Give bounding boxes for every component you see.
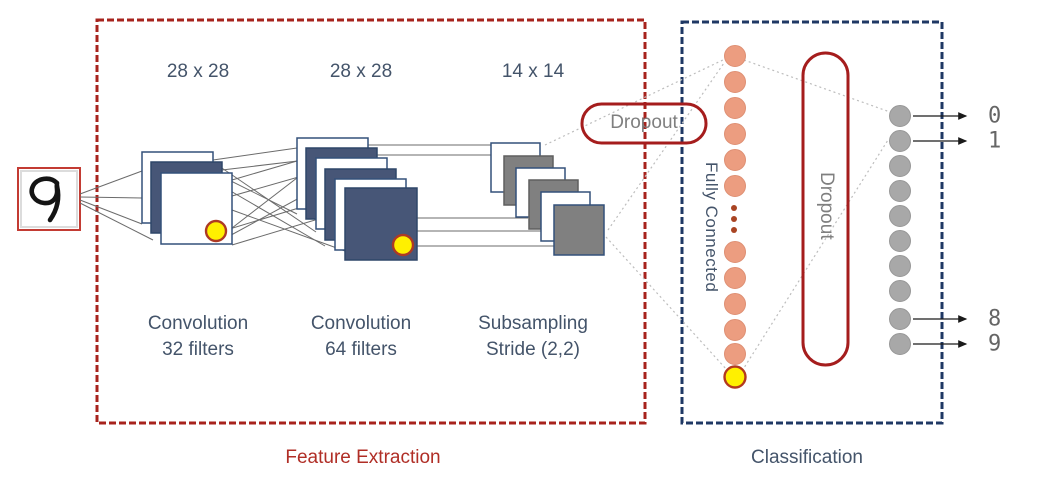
output-digit-8: 8	[988, 306, 1002, 332]
output-arrows	[913, 112, 968, 348]
output-digit-0: 0	[988, 103, 1002, 129]
output-digit-1: 1	[988, 128, 1002, 154]
output-nodes	[889, 105, 911, 355]
fully-connected-nodes	[724, 45, 746, 365]
conv2-highlight-node	[391, 233, 415, 257]
output-digit-9: 9	[988, 331, 1002, 357]
dropout2-pill	[801, 51, 850, 367]
dropout2-label: Dropout	[816, 172, 837, 240]
dotted-connections	[544, 58, 891, 372]
input-image	[17, 167, 81, 231]
classification-label: Classification	[751, 447, 863, 468]
classification-box	[680, 20, 944, 425]
feature-extraction-label: Feature Extraction	[285, 447, 441, 468]
conv2-filter-stack	[296, 137, 418, 261]
pool-size-label: 14 x 14	[501, 61, 565, 82]
input-to-conv1-connections	[79, 170, 154, 241]
fully-connected-label: Fully Connected	[702, 162, 721, 293]
conv1-name-label: Convolution 32 filters	[147, 313, 249, 360]
fc-highlight-node	[723, 365, 747, 389]
dropout1-pill	[580, 102, 708, 145]
pool-filter-stack	[490, 142, 605, 256]
conv1-highlight-node	[204, 219, 228, 243]
handwritten-9-glyph	[29, 176, 61, 223]
conv1-size-label: 28 x 28	[166, 61, 230, 82]
ellipsis-dots	[731, 205, 737, 233]
conv2-to-pool-connections	[368, 144, 565, 247]
dropout1-label: Dropout	[610, 112, 678, 133]
conv2-size-label: 28 x 28	[329, 61, 393, 82]
conv2-name-label: Convolution 64 filters	[310, 313, 412, 360]
conv1-filter-stack	[141, 151, 233, 245]
pool-name-label: Subsampling Stride (2,2)	[478, 313, 588, 360]
feature-extraction-box	[95, 18, 647, 425]
